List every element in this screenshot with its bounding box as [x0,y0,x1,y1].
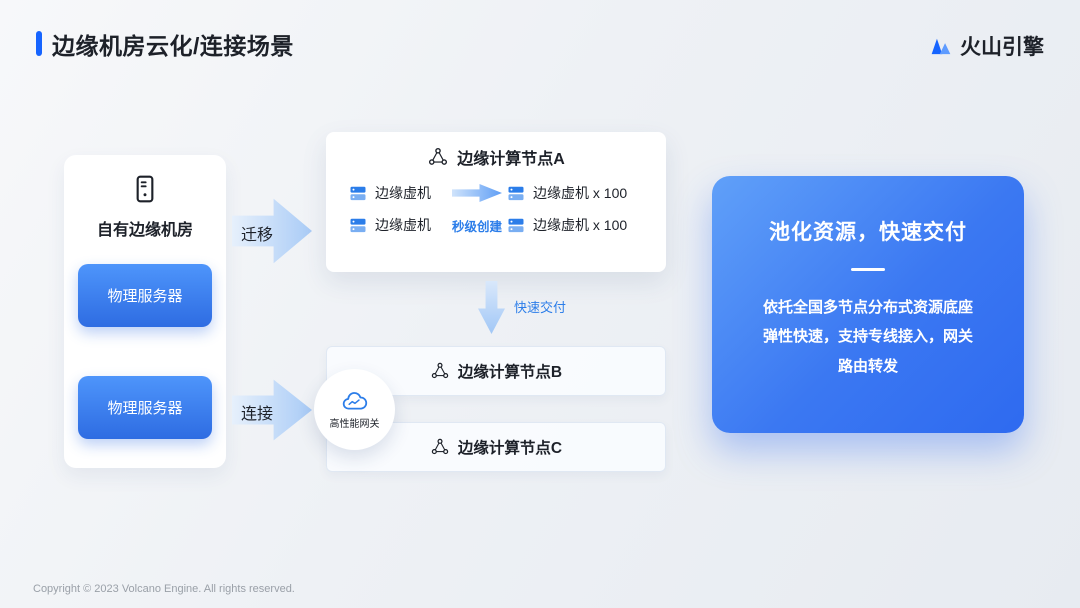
fast-delivery-arrow [478,281,505,334]
edge-vm-label: 边缘虚机 x 100 [533,185,628,201]
edge-node-c-title: 边缘计算节点C [457,440,563,457]
gateway-label: 高性能网关 [329,419,380,430]
edge-vm-item: 边缘虚机 x 100 [506,215,644,235]
migrate-arrow-label: 迁移 [241,227,274,244]
title-accent-bar [36,31,42,56]
connect-arrow-label: 连接 [241,406,274,423]
brand-logo: 火山引擎 [928,31,1044,61]
edge-node-a-title: 边缘计算节点A [457,151,565,168]
pooled-resources-title: 池化资源，快速交付 [769,221,967,244]
edge-vm-label: 边缘虚机 [375,217,431,233]
mountain-logo-icon [928,34,954,58]
edge-vm-item: 边缘虚机 x 100 [506,183,644,203]
cluster-icon [430,361,450,381]
edge-node-a-card: 边缘计算节点A 边缘虚机 [326,132,666,272]
edge-vm-label: 边缘虚机 x 100 [533,217,628,233]
edge-vm-item: 边缘虚机 [348,215,448,235]
edge-node-a-title-row: 边缘计算节点A [348,145,644,169]
edge-vm-item: 边缘虚机 [348,183,448,203]
edge-node-a-content: 边缘虚机 边缘虚机 x 100 [348,183,644,235]
brand-logo-text: 火山引擎 [960,36,1044,59]
page-title: 边缘机房云化/连接场景 [52,33,294,59]
server-stack-icon [506,215,526,235]
edge-vm-label: 边缘虚机 [375,185,431,201]
server-stack-icon [506,183,526,203]
cluster-icon [427,146,449,168]
cloud-chart-icon [341,389,369,413]
cluster-icon [430,437,450,457]
pooled-resources-body: 依托全国多节点分布式资源底座 弹性快速，支持专线接入，网关 路由转发 [762,299,973,375]
edge-node-b-title: 边缘计算节点B [457,364,563,381]
server-stack-icon [348,183,368,203]
divider [851,268,885,271]
server-stack-icon [348,215,368,235]
gateway-badge: 高性能网关 [314,369,395,450]
own-edge-room-title: 自有边缘机房 [96,222,193,239]
pooled-resources-card: 池化资源，快速交付 依托全国多节点分布式资源底座 弹性快速，支持专线接入，网关 … [712,176,1024,433]
create-arrow [452,184,502,202]
fast-delivery-label: 快速交付 [514,300,567,315]
copyright-text: Copyright © 2023 Volcano Engine. All rig… [33,583,295,595]
physical-server-block: 物理服务器 [78,376,212,439]
seconds-create-label: 秒级创建 [451,219,502,234]
own-edge-room-card: 自有边缘机房 物理服务器 物理服务器 [64,155,226,468]
physical-server-block: 物理服务器 [78,264,212,327]
server-cabinet-icon [129,173,161,205]
